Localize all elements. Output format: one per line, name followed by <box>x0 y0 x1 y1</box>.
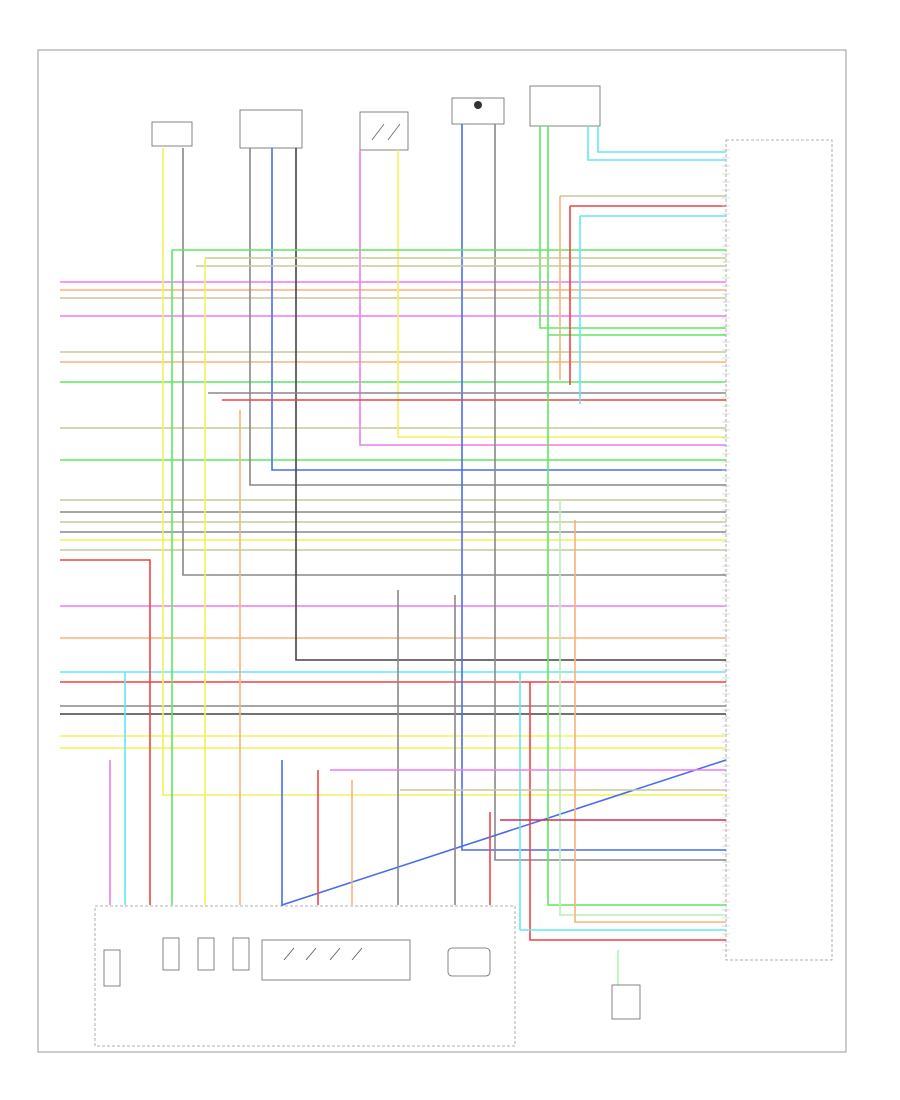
wire-31 <box>461 124 726 851</box>
solenoid-a <box>162 937 180 971</box>
transmission-range-switch <box>611 984 641 1020</box>
sensor-resistor <box>103 949 121 987</box>
top-component-1 <box>151 121 193 147</box>
wire-29 <box>359 150 726 446</box>
top-component-5 <box>529 85 601 127</box>
wire-28 <box>295 148 726 661</box>
top-component-3 <box>359 111 409 151</box>
wire-layer <box>60 124 730 985</box>
solenoid-c <box>232 937 250 971</box>
wire-34 <box>547 126 726 336</box>
wire-61 <box>519 672 726 931</box>
wire-24 <box>162 148 726 796</box>
top-component-4 <box>451 97 505 125</box>
diagram-frame <box>37 49 847 1053</box>
wire-62 <box>547 335 726 906</box>
wire-64 <box>574 520 726 923</box>
pressure-switch-assembly <box>261 939 411 981</box>
wire-54 <box>281 759 727 907</box>
wire-33 <box>539 126 726 329</box>
wire-25 <box>182 148 726 576</box>
wire-63 <box>559 500 726 916</box>
wire-36 <box>597 126 726 153</box>
pcm-connector-box <box>725 139 833 961</box>
wire-60 <box>529 682 726 941</box>
wire-32 <box>494 124 726 861</box>
wire-30 <box>397 150 726 438</box>
output-speed-sensor <box>447 947 491 977</box>
transmission-box <box>94 905 516 1047</box>
wire-49 <box>60 559 151 905</box>
top-component-2 <box>239 109 303 149</box>
wire-27 <box>271 148 726 471</box>
wire-35 <box>587 126 726 161</box>
wire-26 <box>249 148 726 486</box>
solenoid-b <box>197 937 215 971</box>
